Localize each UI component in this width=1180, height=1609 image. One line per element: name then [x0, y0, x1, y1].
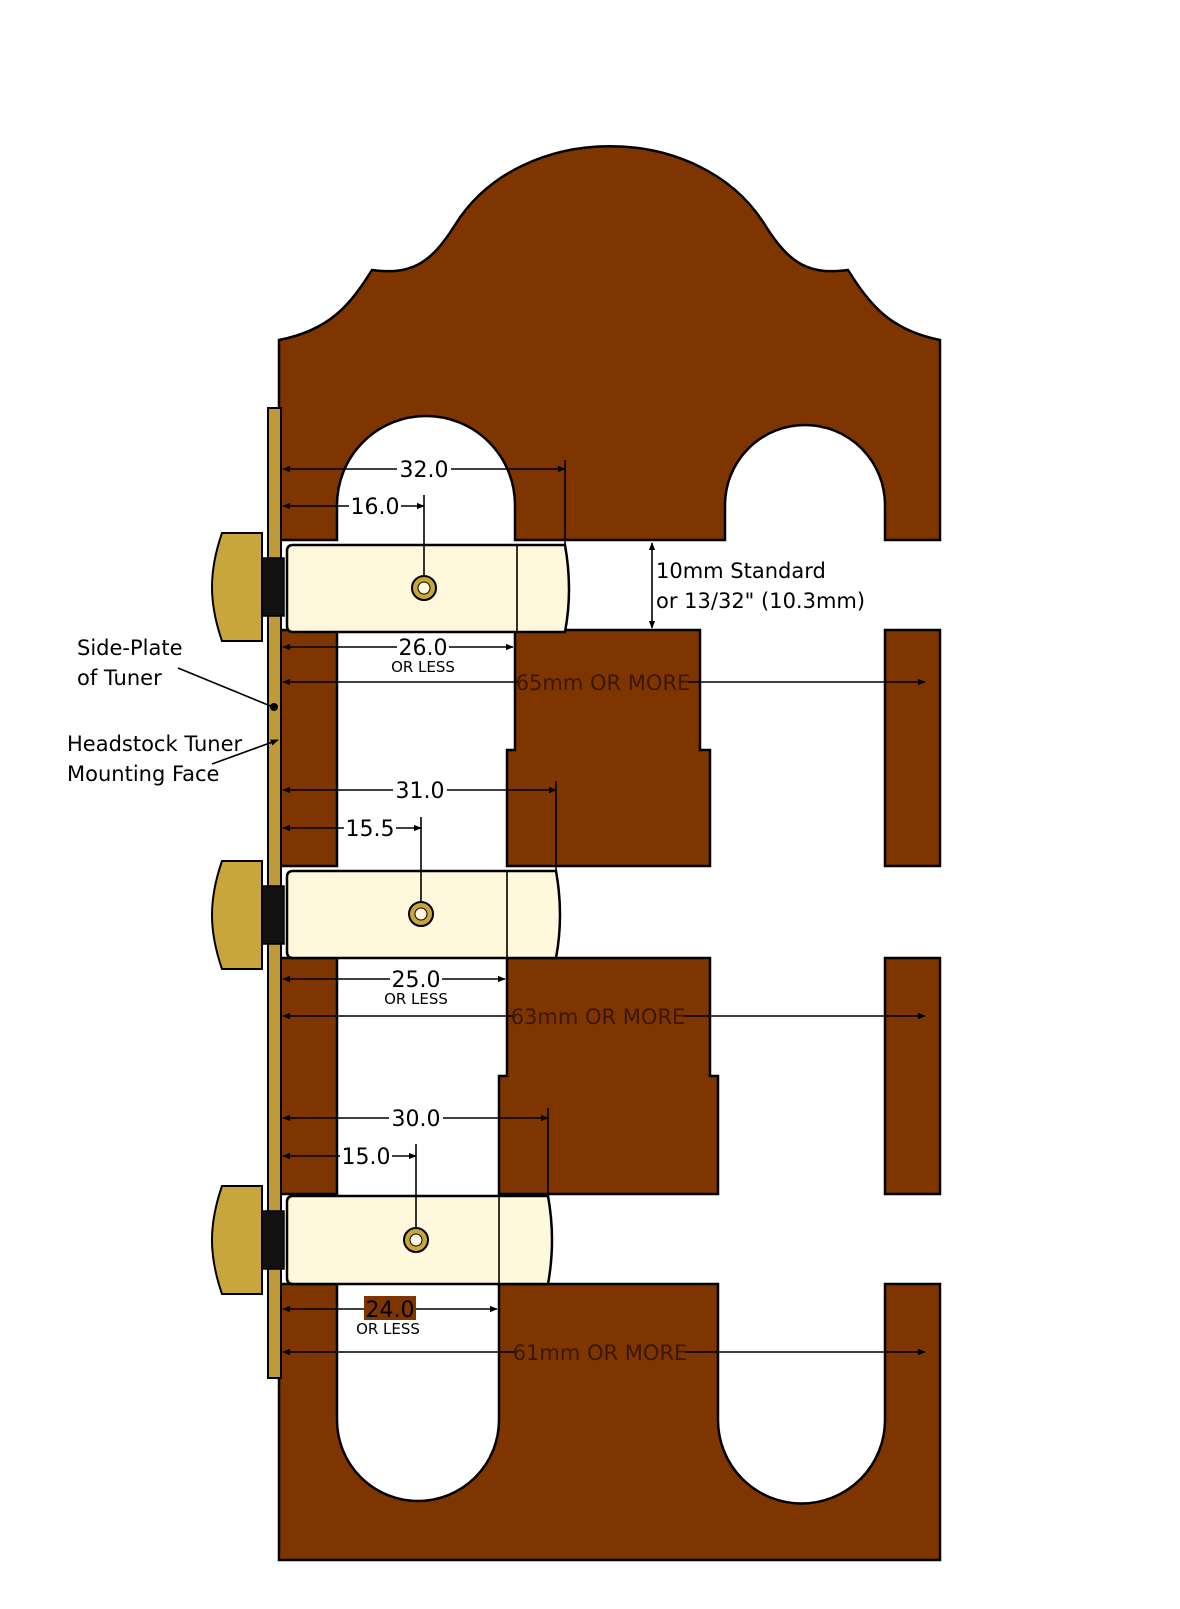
gap-label-line1: 10mm Standard	[656, 559, 826, 583]
tuner-3	[210, 1185, 554, 1295]
mount-face-leader	[211, 739, 279, 765]
dim-slot-2: 25.0	[392, 968, 441, 993]
mount-face-label-line2: Mounting Face	[67, 762, 219, 786]
dim-center-2: 15.5	[346, 817, 395, 842]
side-plate-leader	[177, 667, 274, 708]
dim-width-1: 65mm OR MORE	[516, 671, 691, 695]
side-plate-label-line2: of Tuner	[77, 666, 162, 690]
tuner-shaft-2	[261, 885, 285, 945]
dim-slot-3: 24.0	[366, 1298, 415, 1323]
gap-label-line2: or 13/32" (10.3mm)	[656, 589, 865, 613]
tuner-button-3	[210, 1185, 263, 1295]
tuner-button-2	[210, 860, 263, 970]
dim-overall-3: 30.0	[392, 1107, 441, 1132]
dim-slot-2-note: OR LESS	[384, 990, 448, 1008]
dim-center-1: 16.0	[351, 495, 400, 520]
center-block-1	[505, 628, 712, 868]
tuner-shaft-3	[261, 1210, 285, 1270]
left-rail-1	[277, 628, 339, 868]
right-rail-2	[883, 956, 942, 1196]
dim-width-3: 61mm OR MORE	[513, 1341, 688, 1365]
side-plate-label-line1: Side-Plate	[77, 636, 183, 660]
tuner-button-1	[210, 532, 263, 642]
dim-width-2: 63mm OR MORE	[511, 1005, 686, 1029]
dim-slot-1: 26.0	[399, 636, 448, 661]
right-rail-1	[883, 628, 942, 868]
side-plate-dot	[270, 703, 278, 711]
center-block-2	[497, 956, 720, 1196]
dim-overall-2: 31.0	[396, 779, 445, 804]
tuner-2	[210, 860, 562, 970]
mount-face-label-line1: Headstock Tuner	[67, 732, 242, 756]
left-rail-2	[277, 956, 339, 1196]
tuner-shaft-1	[261, 557, 285, 617]
headstock-bottom	[277, 1282, 942, 1562]
dim-overall-1: 32.0	[400, 458, 449, 483]
headstock-top	[277, 145, 942, 542]
dim-slot-3-note: OR LESS	[356, 1320, 420, 1338]
dim-slot-1-note: OR LESS	[391, 658, 455, 676]
dim-center-3: 15.0	[342, 1145, 391, 1170]
tuner-1	[210, 532, 571, 642]
